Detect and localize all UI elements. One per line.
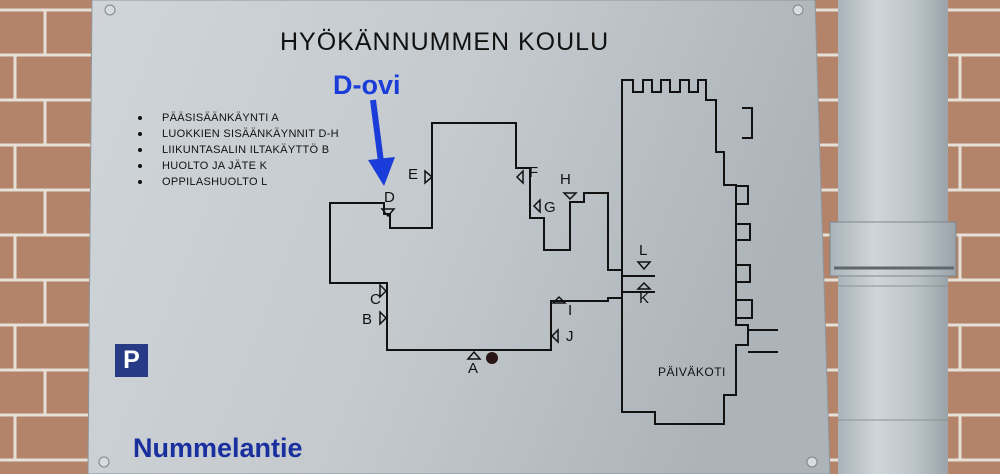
d-door-arrow — [368, 99, 395, 186]
door-label-b: B — [362, 311, 373, 328]
legend-item: HUOLTO JA JÄTE K — [138, 158, 339, 174]
legend-item: LIIKUNTASALIN ILTAKÄYTTÖ B — [138, 142, 339, 158]
sign-title: HYÖKÄNNUMMEN KOULU — [280, 28, 610, 56]
plate-screws — [98, 4, 818, 468]
school-floor-plan — [329, 79, 778, 425]
door-markers — [379, 169, 652, 360]
legend-item: PÄÄSISÄÄNKÄYNTI A — [138, 110, 339, 126]
legend-item: OPPILASHUOLTO L — [138, 174, 339, 190]
door-label-h: H — [560, 171, 571, 188]
parking-sign: P — [115, 344, 148, 377]
door-label-l: L — [639, 242, 648, 259]
d-door-callout: D-ovi — [333, 70, 401, 100]
door-label-a: A — [468, 360, 479, 377]
entrance-legend: PÄÄSISÄÄNKÄYNTI A LUOKKIEN SISÄÄNKÄYNNIT… — [138, 110, 339, 190]
street-name: Nummelantie — [133, 433, 303, 463]
door-label-c: C — [370, 291, 381, 308]
legend-item: LUOKKIEN SISÄÄNKÄYNNIT D-H — [138, 126, 339, 142]
door-label-f: F — [529, 164, 539, 181]
sign-plate — [87, 0, 831, 474]
you-are-here-dot — [486, 352, 498, 364]
door-label-e: E — [408, 166, 419, 183]
door-label-g: G — [544, 199, 556, 216]
door-label-i: I — [568, 302, 573, 319]
door-label-k: K — [639, 290, 650, 307]
daycare-label: PÄIVÄKOTI — [658, 365, 726, 379]
door-label-d: D — [384, 189, 395, 206]
door-label-j: J — [566, 328, 574, 345]
drainpipe — [829, 0, 957, 474]
